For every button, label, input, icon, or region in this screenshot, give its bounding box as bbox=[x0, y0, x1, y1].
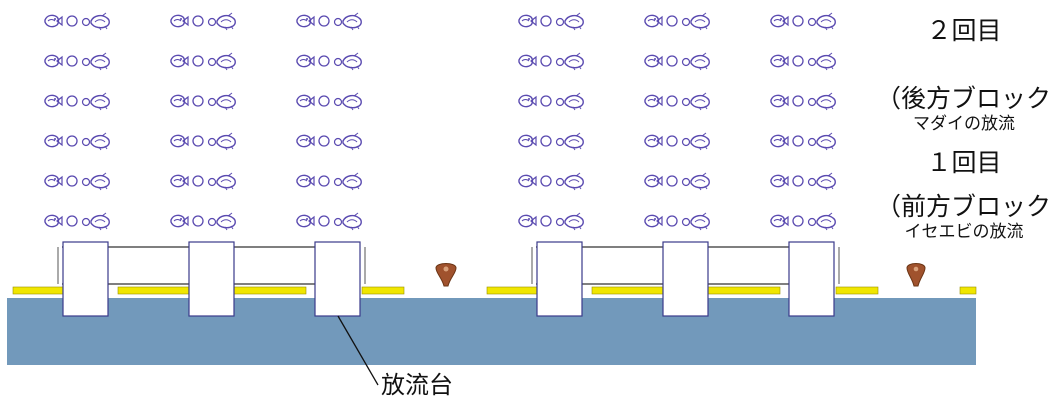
round1-release-label: イセエビの放流 bbox=[904, 222, 1024, 242]
fish-circle-fish-icon bbox=[44, 52, 110, 71]
round2-release-label: マダイの放流 bbox=[913, 114, 1015, 134]
release-stand-label: 放流台 bbox=[381, 371, 453, 399]
fish-circle-fish-icon bbox=[770, 52, 836, 71]
rail-segment bbox=[12, 286, 66, 295]
release-stand bbox=[536, 241, 583, 317]
fish-circle-fish-icon bbox=[518, 12, 584, 31]
fish-circle-fish-icon bbox=[770, 92, 836, 111]
fish-circle-fish-icon bbox=[518, 172, 584, 191]
fish-circle-fish-icon bbox=[170, 132, 236, 151]
fish-circle-fish-icon bbox=[518, 132, 584, 151]
rail-segment bbox=[361, 286, 405, 295]
fish-circle-fish-icon bbox=[770, 132, 836, 151]
round1-annotation: １回目 （前方ブロック） イセエビの放流 bbox=[876, 0, 1052, 250]
round2-block-label: （後方ブロック） bbox=[876, 84, 1052, 113]
release-stand-leader bbox=[337, 315, 379, 386]
fish-circle-fish-icon bbox=[518, 92, 584, 111]
fish-circle-fish-icon bbox=[170, 52, 236, 71]
fish-circle-fish-icon bbox=[44, 12, 110, 31]
fish-circle-fish-icon bbox=[170, 172, 236, 191]
fish-circle-fish-icon bbox=[770, 212, 836, 231]
fish-circle-fish-icon bbox=[170, 212, 236, 231]
release-structure-left bbox=[57, 241, 366, 317]
fish-circle-fish-icon bbox=[44, 172, 110, 191]
fish-circle-fish-icon bbox=[518, 212, 584, 231]
rail-segment bbox=[486, 286, 540, 295]
fish-circle-fish-icon bbox=[296, 172, 362, 191]
round2-annotation: ２回目 （後方ブロック） マダイの放流 bbox=[876, 0, 1052, 140]
round2-title: ２回目 bbox=[926, 16, 1002, 45]
rail-segment bbox=[835, 286, 879, 295]
release-stand bbox=[188, 241, 235, 317]
fish-circle-fish-icon bbox=[296, 12, 362, 31]
fish-circle-fish-icon bbox=[44, 132, 110, 151]
fish-circle-fish-icon bbox=[170, 12, 236, 31]
rail-segment bbox=[959, 286, 977, 295]
fish-circle-fish-icon bbox=[44, 212, 110, 231]
round1-title: １回目 bbox=[926, 148, 1002, 177]
round1-block-label: （前方ブロック） bbox=[876, 192, 1052, 221]
fish-circle-fish-icon bbox=[770, 12, 836, 31]
release-structure-right bbox=[531, 241, 840, 317]
release-stand bbox=[62, 241, 109, 317]
fish-circle-fish-icon bbox=[518, 52, 584, 71]
release-stand bbox=[314, 241, 361, 317]
fish-circle-fish-icon bbox=[644, 12, 710, 31]
fish-circle-fish-icon bbox=[644, 92, 710, 111]
fish-circle-fish-icon bbox=[296, 52, 362, 71]
fish-circle-fish-icon bbox=[644, 172, 710, 191]
fish-circle-fish-icon bbox=[770, 172, 836, 191]
fish-circle-fish-icon bbox=[44, 92, 110, 111]
release-stand bbox=[662, 241, 709, 317]
fish-rows bbox=[44, 12, 836, 231]
fish-circle-fish-icon bbox=[296, 212, 362, 231]
fish-circle-fish-icon bbox=[644, 52, 710, 71]
fish-circle-fish-icon bbox=[296, 132, 362, 151]
fish-circle-fish-icon bbox=[644, 212, 710, 231]
fish-circle-fish-icon bbox=[296, 92, 362, 111]
fish-circle-fish-icon bbox=[644, 132, 710, 151]
buoy-icon bbox=[435, 263, 457, 287]
release-stand bbox=[788, 241, 835, 317]
fish-circle-fish-icon bbox=[170, 92, 236, 111]
buoy-icon bbox=[906, 263, 926, 287]
